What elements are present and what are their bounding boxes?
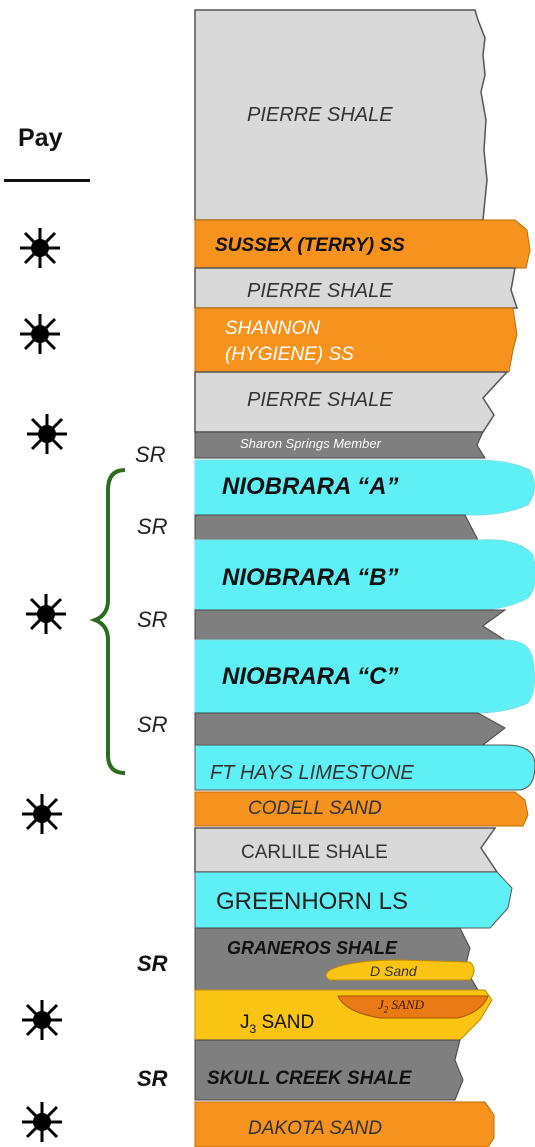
label-carlile-shale: CARLILE SHALE	[241, 842, 388, 863]
layer-dakota-sand	[194, 1101, 495, 1147]
label-dakota-sand: DAKOTA SAND	[248, 1118, 383, 1139]
sr-label: SR	[135, 442, 166, 467]
label-shannon: SHANNON	[225, 318, 321, 339]
pay-star-icon	[27, 414, 67, 454]
sr-label: SR	[137, 1066, 168, 1091]
layer-niobrara-a	[194, 459, 535, 516]
pay-star-icon	[20, 228, 60, 268]
layer-d-sand	[325, 959, 475, 981]
layer-sr-marl-ab	[194, 514, 479, 541]
label-ft-hays-limestone: FT HAYS LIMESTONE	[210, 762, 414, 784]
label-skull-creek-shale: SKULL CREEK SHALE	[207, 1068, 412, 1089]
label-niobrara-c: NIOBRARA “C”	[222, 663, 399, 690]
layer-j2-sand	[337, 995, 489, 1019]
pay-star-icon	[22, 1102, 62, 1142]
layer-carlile-shale	[194, 827, 499, 873]
label-sharon-springs-member: Sharon Springs Member	[240, 436, 381, 451]
sr-label: SR	[137, 951, 168, 976]
layer-niobrara-c	[194, 639, 535, 714]
label-greenhorn-ls: GREENHORN LS	[216, 888, 409, 915]
pay-star-icon	[22, 794, 62, 834]
label-pierre-shale-lower: PIERRE SHALE	[247, 389, 393, 411]
label-sussex-terry-ss: SUSSEX (TERRY) SS	[215, 235, 405, 256]
label-pierre-shale-middle: PIERRE SHALE	[247, 280, 393, 302]
layer-skull-creek-shale	[194, 1039, 464, 1101]
pay-star-icon	[22, 1000, 62, 1040]
layer-pierre-shale-middle	[194, 267, 519, 309]
layer-sr-marl-c-fthays	[194, 712, 506, 746]
sr-label: SR	[137, 607, 168, 632]
label-niobrara-b: NIOBRARA “B”	[222, 564, 399, 591]
label-niobrara-a: NIOBRARA “A”	[222, 473, 399, 500]
pay-star-icon	[26, 594, 66, 634]
layer-sr-marl-bc	[194, 609, 507, 641]
label-graneros-shale: GRANEROS SHALE	[227, 938, 398, 958]
pay-underline	[4, 179, 90, 182]
label-pierre-shale-upper: PIERRE SHALE	[247, 104, 393, 126]
pay-header: Pay	[18, 124, 63, 152]
layer-sharon-springs-member	[194, 431, 486, 459]
label-j3-sand: J3 SAND	[240, 1012, 315, 1036]
sr-label: SR	[137, 514, 168, 539]
pay-star-icon	[20, 314, 60, 354]
sr-label: SR	[137, 712, 168, 737]
label-j2-sand: J2 SAND	[378, 997, 425, 1015]
layer-codell-sand	[194, 791, 529, 827]
label-codell-sand: CODELL SAND	[248, 798, 382, 819]
label-hygiene-ss: (HYGIENE) SS	[225, 344, 354, 365]
label-d-sand: D Sand	[370, 963, 417, 979]
niobrara-bracket	[89, 468, 126, 775]
